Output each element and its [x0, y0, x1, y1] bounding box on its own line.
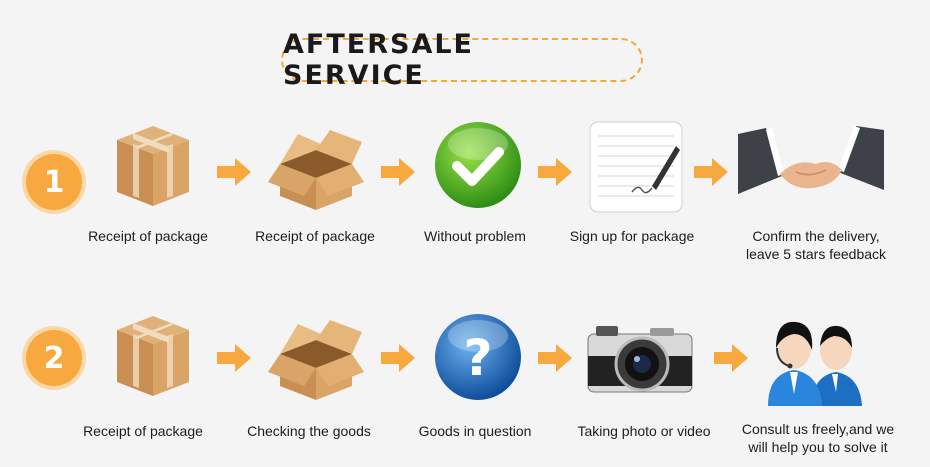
- step-label-line1: Consult us freely,and we: [741, 421, 895, 437]
- handshake-icon: [738, 126, 884, 194]
- page-title: AFTERSALE SERVICE: [281, 29, 643, 91]
- arrow-right-icon: [694, 158, 728, 186]
- open-box-icon: [268, 130, 364, 210]
- support-agents-icon: [768, 321, 862, 406]
- step-label: Sign up for package: [569, 228, 695, 244]
- step-number-1: 1: [26, 154, 82, 210]
- blue-question-icon: ?: [435, 314, 521, 400]
- step-number-2: 2: [26, 330, 82, 386]
- step-label: Checking the goods: [247, 423, 371, 439]
- arrow-right-icon: [714, 344, 748, 372]
- step-label: Receipt of package: [255, 228, 375, 244]
- arrow-right-icon: [538, 158, 572, 186]
- green-check-icon: [435, 122, 521, 208]
- arrow-right-icon: [381, 344, 415, 372]
- step-label: Without problem: [424, 228, 526, 244]
- step-label: Receipt of package: [88, 228, 208, 244]
- arrow-right-icon: [217, 344, 251, 372]
- svg-text:?: ?: [463, 329, 492, 387]
- camera-icon: [587, 326, 693, 393]
- step-label-line1: Confirm the delivery,: [752, 228, 880, 244]
- signed-paper-icon: [589, 121, 683, 213]
- arrow-right-icon: [538, 344, 572, 372]
- step-label: Goods in question: [418, 423, 532, 439]
- step-label-line2: leave 5 stars feedback: [745, 246, 887, 262]
- step-label-line2: will help you to solve it: [748, 439, 888, 455]
- arrow-right-icon: [217, 158, 251, 186]
- open-box-icon: [268, 320, 364, 400]
- step-label: Receipt of package: [83, 423, 203, 439]
- closed-box-icon: [117, 316, 189, 396]
- arrow-right-icon: [381, 158, 415, 186]
- step-label: Taking photo or video: [577, 423, 711, 439]
- closed-box-icon: [117, 126, 189, 206]
